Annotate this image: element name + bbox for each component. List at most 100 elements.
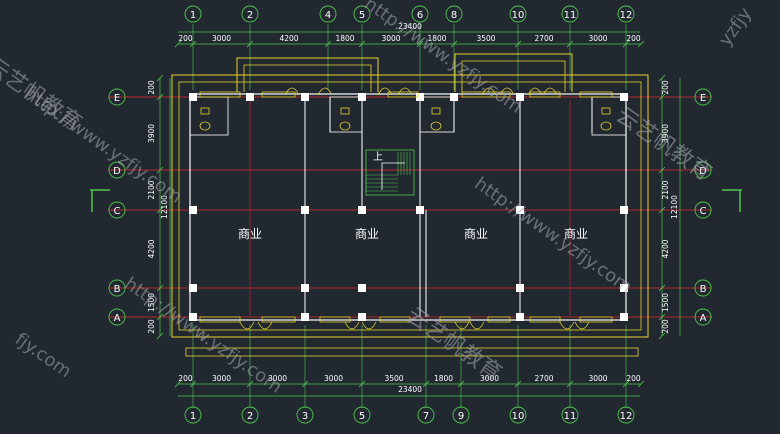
dim-label: 3000 [268,374,287,383]
toilet-bowl [600,121,612,131]
door-swing [284,87,300,96]
column [416,93,424,101]
axis-bubble-bottom-circle [509,406,527,424]
window-top [461,91,511,98]
axis-bubble-right-label: C [700,206,707,217]
axis-bubble-left-label: D [113,166,121,177]
axis-bubble-top-circle [184,5,202,23]
dim-tick [156,284,164,292]
doors-windows [199,87,613,330]
axis-bubble-right-label: A [700,313,707,324]
wash-basin [340,107,350,115]
watermark-text: 云艺帆教育 [611,103,715,187]
column [416,206,424,214]
axis-bubble-right-label: B [700,284,707,295]
door-swing [377,87,393,96]
window-bottom [261,316,296,323]
axis-bubble-top-label: 2 [247,10,253,21]
axis-bubble-left-circle [108,201,126,219]
dim-label: 200 [661,319,670,334]
column [189,206,197,214]
axis-bubble-right-circle [694,201,712,219]
watermark-text: 云艺帆教育 [401,303,505,387]
dim-tick [566,380,574,388]
wash-basin [431,107,441,115]
dim-label: 3900 [661,124,670,143]
window-top [199,91,241,98]
dim-label: 3000 [480,374,499,383]
column [246,93,254,101]
axis-bubble-right-circle [694,308,712,326]
dim-total-top: 23400 [398,22,422,31]
dim-tick [156,166,164,174]
columns [189,93,628,321]
wash-basin [200,107,210,115]
axis-bubble-top-label: 10 [512,10,525,21]
window-top [579,91,613,98]
dim-tick [658,206,666,214]
dim-tick [658,74,666,82]
axis-bubble-bottom-label: 9 [458,411,464,422]
dim-tick [457,380,465,388]
axis-bubble-right-circle [694,88,712,106]
dim-tick [422,380,430,388]
door-swing [499,87,515,96]
walls [189,93,627,321]
watermark-text: yzfjy [715,3,757,50]
dim-tick [358,380,366,388]
column [620,206,628,214]
dim-tick [566,40,574,48]
axis-bubble-top-label: 11 [564,10,577,21]
dim-tick [156,332,164,340]
axis-bubble-bottom-circle [296,406,314,424]
axis-bubble-top-circle [445,5,463,23]
axis-bubble-top-circle [319,5,337,23]
axis-bubble-left-circle [108,279,126,297]
dim-label: 3000 [588,34,607,43]
door-swing [239,321,255,330]
dim-tick [156,74,164,82]
axis-bubble-left-label: A [114,313,121,324]
watermark-text: http://www.yzfjy.com [471,173,636,298]
door-swing [559,321,575,330]
room-label: 商业 [238,226,262,241]
axis-bubble-left-circle [108,88,126,106]
dim-label: 3000 [381,34,400,43]
stair-label: 上 [373,151,383,163]
toilet-bowl [430,121,442,131]
dim-tick [622,40,630,48]
axis-bubble-top-label: 12 [620,10,633,21]
room-label: 商业 [464,226,488,241]
axis-bubble-top-circle [411,5,429,23]
toilet-room-1 [189,96,229,136]
dim-label: 3500 [384,374,403,383]
dim-label: 3900 [147,124,156,143]
axis-bubble-left-circle [108,161,126,179]
dim-label: 1500 [147,293,156,312]
room-label: 商业 [355,226,379,241]
axis-bubble-top-label: 4 [325,10,331,21]
dim-tick [246,380,254,388]
door-swing [317,87,333,96]
axis-bubble-right-circle [694,161,712,179]
entrance-left-bay [236,57,379,92]
column [450,93,458,101]
building-outline [171,53,649,357]
dim-label: 2700 [534,374,553,383]
dim-label: 200 [178,374,193,383]
axis-bubble-bottom-label: 11 [564,411,577,422]
axis-bubble-left-label: C [114,206,121,217]
dim-tick [514,380,522,388]
axis-bubble-top-label: 5 [359,10,365,21]
dim-tick [416,40,424,48]
watermark-text: http://www.yzfjy.com [361,0,526,118]
axis-bubble-top-circle [353,5,371,23]
dim-label: 3000 [324,374,343,383]
window-bottom [579,316,613,323]
axis-bubble-bottom-label: 10 [512,411,525,422]
dim-tick [622,380,630,388]
dim-label: 200 [661,80,670,95]
dim-label: 3500 [476,34,495,43]
dim-label: 200 [626,34,641,43]
